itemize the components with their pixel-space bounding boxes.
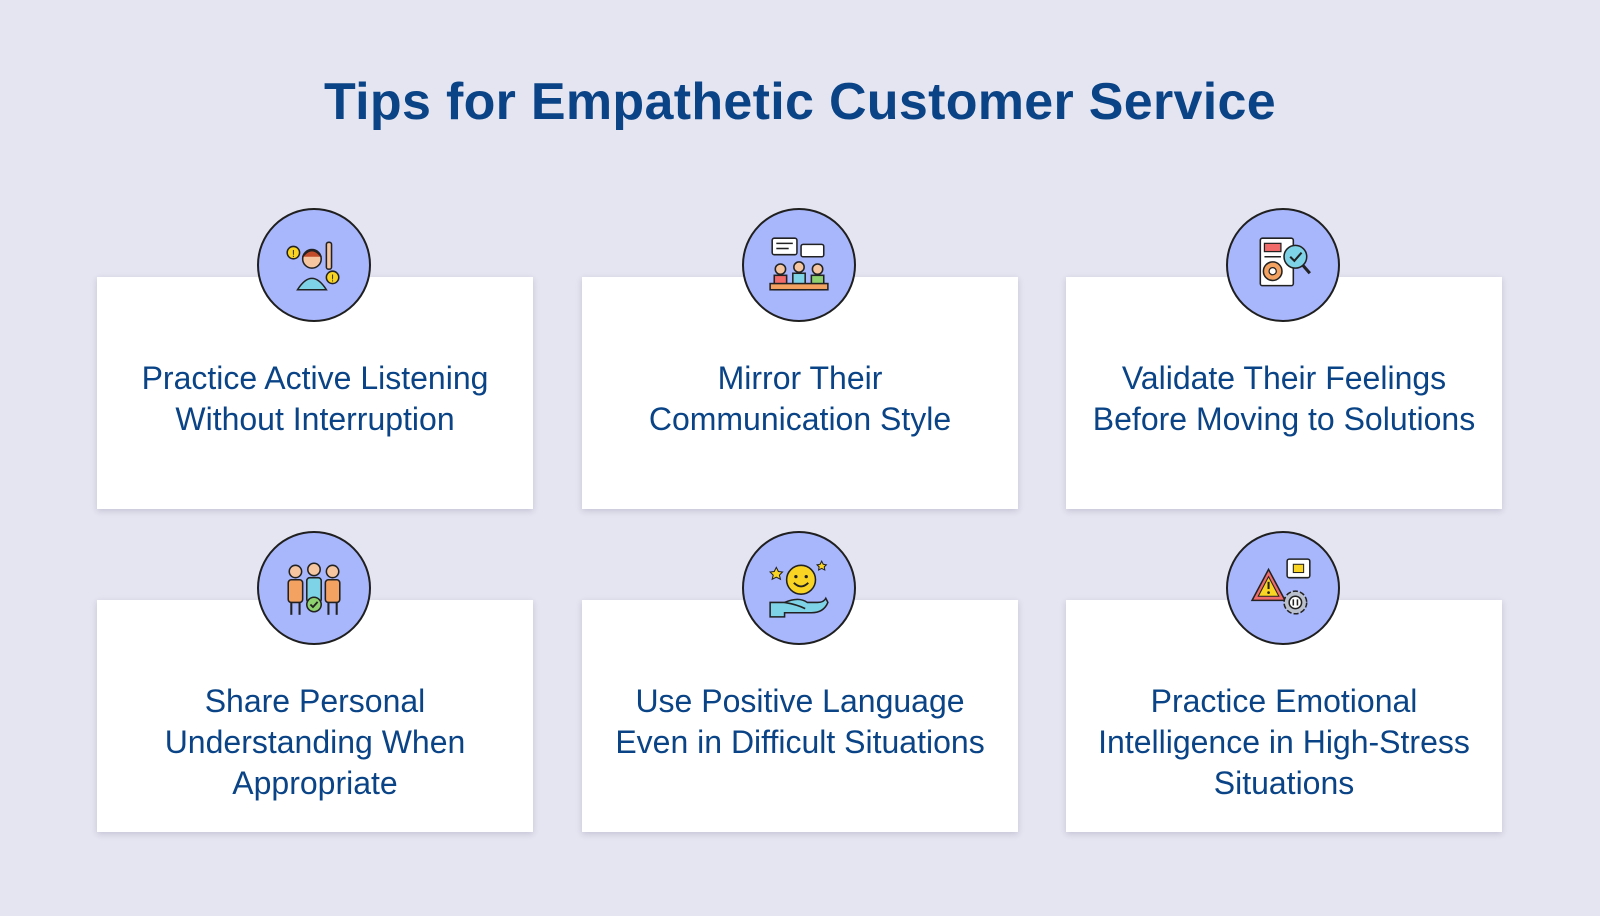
- tip-text: Practice Emotional Intelligence in High-…: [1098, 683, 1470, 801]
- team-understanding-icon: [257, 531, 371, 645]
- svg-text:!: !: [331, 274, 335, 285]
- page-title: Tips for Empathetic Customer Service: [324, 73, 1276, 131]
- tip-card-share-understanding: Share Personal Understanding When Approp…: [97, 531, 533, 863]
- tip-text: Share Personal Understanding When Approp…: [164, 683, 466, 801]
- conversation-meeting-icon: [742, 208, 856, 322]
- validation-document-icon: [1226, 208, 1340, 322]
- tip-card-mirror-style: Mirror Their Communication Style: [582, 208, 1018, 540]
- tip-text: Validate Their Feelings Before Moving to…: [1092, 360, 1476, 437]
- listening-agent-icon: ! !: [257, 208, 371, 322]
- stress-alert-gear-icon: [1226, 531, 1340, 645]
- tip-card-positive-language: Use Positive Language Even in Difficult …: [582, 531, 1018, 863]
- tip-text: Practice Active Listening Without Interr…: [141, 360, 489, 437]
- tip-text: Use Positive Language Even in Difficult …: [615, 683, 985, 760]
- tip-text: Mirror Their Communication Style: [648, 360, 952, 437]
- tip-card-active-listening: ! ! Practice Active Listening Without In…: [97, 208, 533, 540]
- positive-smile-hand-icon: [742, 531, 856, 645]
- tip-card-emotional-intelligence: Practice Emotional Intelligence in High-…: [1066, 531, 1502, 863]
- svg-text:!: !: [292, 249, 296, 260]
- tip-card-validate-feelings: Validate Their Feelings Before Moving to…: [1066, 208, 1502, 540]
